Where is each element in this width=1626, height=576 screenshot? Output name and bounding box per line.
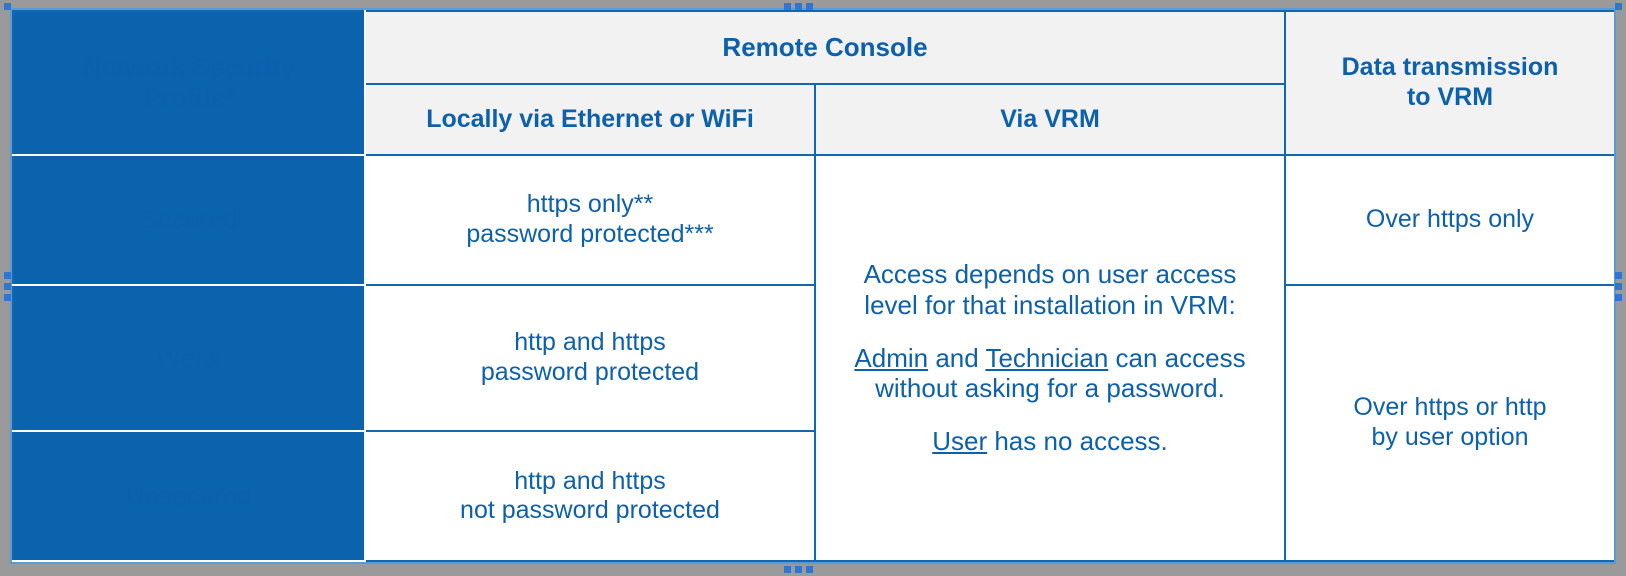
table-header-row-1: Network Security Profile* Remote Console…	[12, 10, 1614, 156]
vrm-para3-suffix: has no access.	[987, 426, 1168, 457]
selection-handle-bottom-center-a[interactable]	[784, 566, 791, 573]
cell-local-unsecured-line1: http and https	[514, 466, 666, 495]
cell-via-vrm-access-description: Access depends on user access level for …	[814, 153, 1286, 562]
cell-profile-secured: Secured	[12, 153, 366, 286]
selection-handle-bottom-center-c[interactable]	[806, 566, 813, 573]
selection-handle-top-left[interactable]	[4, 3, 11, 10]
vrm-role-user: User	[932, 426, 988, 457]
table-header-row-2: Locally via Ethernet or WiFi Via VRM	[13, 83, 1614, 156]
selection-handle-right-middle-a[interactable]	[1615, 272, 1622, 279]
network-security-profile-table: Network Security Profile* Remote Console…	[12, 10, 1614, 562]
selection-handle-left-middle-a[interactable]	[4, 272, 11, 279]
header-data-line2: to VRM	[1406, 82, 1494, 111]
header-locally-via-ethernet-or-wifi: Locally via Ethernet or WiFi	[364, 83, 816, 156]
header-profile-line1: Network Security	[82, 52, 296, 83]
cell-local-secured: https only** password protected***	[364, 153, 816, 286]
vrm-role-technician: Technician	[985, 342, 1109, 373]
cell-local-secured-line2: password protected***	[466, 219, 714, 248]
header-network-security-profile: Network Security Profile*	[12, 10, 366, 156]
cell-data-weak-line1: Over https or http	[1353, 393, 1547, 422]
vrm-para2-mid: and	[928, 342, 986, 373]
cell-local-weak-line2: password protected	[480, 357, 700, 386]
selection-handle-right-middle-b[interactable]	[1615, 283, 1622, 290]
header-via-vrm: Via VRM	[814, 83, 1286, 156]
cell-local-unsecured-line2: not password protected	[460, 496, 720, 525]
selection-handle-top-center-b[interactable]	[806, 3, 813, 10]
vrm-spacer-1	[824, 321, 1276, 343]
cell-local-unsecured: http and https not password protected	[364, 430, 816, 562]
header-data-transmission-to-vrm: Data transmission to VRM	[1284, 10, 1614, 156]
selection-handle-bottom-center-b[interactable]	[795, 566, 802, 573]
header-remote-console: Remote Console	[364, 10, 1286, 86]
selection-handle-top-right[interactable]	[1615, 3, 1622, 10]
selection-handle-right-middle-c[interactable]	[1615, 294, 1622, 301]
vrm-para1-line2: level for that installation in VRM:	[864, 289, 1236, 320]
cell-data-transmission-weak-unsecured: Over https or http by user option	[1284, 283, 1614, 562]
cell-data-transmission-secured: Over https only	[1284, 153, 1614, 286]
cell-local-secured-line1: https only**	[526, 190, 654, 219]
selection-handle-left-middle-b[interactable]	[4, 283, 11, 290]
vrm-para2-suffix: can access	[1108, 342, 1246, 373]
header-data-line1: Data transmission	[1341, 53, 1559, 82]
selected-table-object[interactable]: Network Security Profile* Remote Console…	[10, 8, 1616, 564]
vrm-para1-line1: Access depends on user access	[863, 259, 1237, 290]
selection-handle-top-center[interactable]	[795, 3, 802, 10]
cell-profile-weak: Weak	[12, 283, 366, 433]
cell-local-weak-line1: http and https	[514, 328, 666, 357]
cell-local-weak: http and https password protected	[364, 283, 816, 433]
selection-handle-left-middle-c[interactable]	[4, 294, 11, 301]
vrm-role-admin: Admin	[854, 342, 929, 373]
selection-handle-top-center-c[interactable]	[784, 3, 791, 10]
vrm-para2-line2: without asking for a password.	[875, 373, 1225, 404]
table-row: Weak http and https password protected O…	[12, 283, 1614, 562]
table-row: Secured https only** password protected*…	[12, 153, 1614, 562]
cell-data-weak-line2: by user option	[1371, 422, 1529, 451]
header-profile-line2: Profile*	[143, 82, 235, 113]
cell-profile-unsecured: Unsecured	[12, 430, 366, 562]
vrm-spacer-2	[824, 404, 1276, 426]
